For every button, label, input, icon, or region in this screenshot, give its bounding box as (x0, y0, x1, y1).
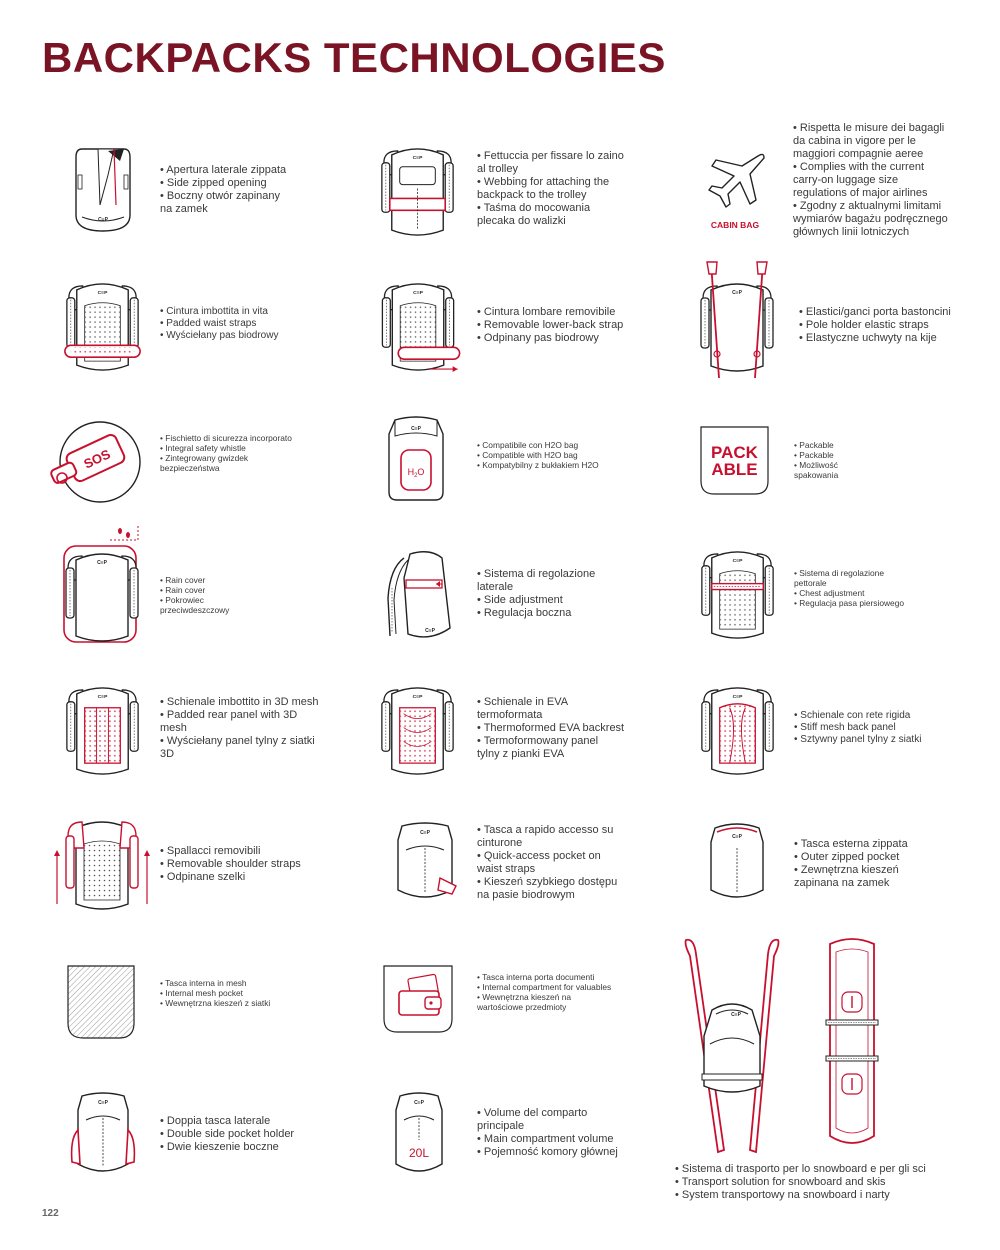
h2o-label-h: H (408, 467, 415, 477)
svg-text:C≡P: C≡P (731, 1012, 742, 1018)
rain-cover-description: • Rain cover • Rain cover • Pokrowiec pr… (160, 575, 230, 615)
padded-waist-backpack-icon (60, 280, 145, 375)
removable-waist-backpack-icon (375, 280, 465, 375)
side-zip-description: • Apertura laterale zippata • Side zippe… (160, 164, 287, 215)
chest-adjustment-description: • Sistema di regolazione pettorale • Che… (794, 568, 905, 608)
packable-label-2: ABLE (711, 460, 757, 479)
h2o-description: • Compatibile con H2O bag • Compatible w… (477, 440, 599, 470)
removable-shoulder-description: • Spallacci removibili • Removable shoul… (160, 845, 301, 883)
svg-text:H2O: H2O (408, 467, 425, 479)
cabin-description: • Rispetta le misure dei bagagli da cabi… (793, 122, 948, 238)
h2o-bag-backpack-icon: C≡P H2O (385, 414, 447, 504)
ski-snowboard-description: • Sistema di trasporto per lo snowboard … (675, 1163, 926, 1201)
packable-pouch-icon: PACK ABLE (697, 423, 772, 498)
airplane-icon: CABIN BAG (700, 150, 770, 232)
pole-holder-description: • Elastici/ganci porta bastoncini • Pole… (799, 306, 951, 344)
page-title: BACKPACKS TECHNOLOGIES (42, 34, 666, 81)
stiff-mesh-backpack-icon (695, 684, 780, 779)
internal-mesh-pocket-icon (65, 963, 137, 1041)
quick-pocket-description: • Tasca a rapido accesso su cinturone • … (477, 824, 618, 901)
ski-snowboard-carry-icon: C≡P (680, 936, 910, 1154)
svg-text:C≡P: C≡P (411, 426, 422, 432)
packable-description: • Packable • Packable • Możliwość spakow… (794, 440, 839, 480)
quick-access-pocket-backpack-icon: C≡P (390, 820, 460, 905)
packable-label-1: PACK (711, 443, 759, 462)
svg-text:C≡P: C≡P (425, 628, 436, 634)
mesh-3d-description: • Schienale imbottito in 3D mesh • Padde… (160, 696, 319, 760)
h2o-label-2: 2 (414, 473, 418, 479)
mesh-3d-backpack-icon (60, 684, 145, 779)
outer-zipped-pocket-backpack-icon: C≡P (705, 820, 770, 905)
volume-description: • Volume del comparto principale • Main … (477, 1107, 618, 1158)
document-pocket-description: • Tasca interna porta documenti • Intern… (477, 972, 612, 1012)
side-adjustment-backpack-icon: C≡P (380, 548, 460, 643)
inner-mesh-description: • Tasca interna in mesh • Internal mesh … (160, 978, 271, 1008)
outer-pocket-description: • Tasca esterna zippata • Outer zipped p… (794, 838, 908, 889)
removable-waist-description: • Cintura lombare removibile • Removable… (477, 306, 624, 344)
volume-20l-backpack-icon: C≡P 20L (388, 1090, 450, 1178)
double-side-description: • Doppia tasca laterale • Double side po… (160, 1115, 295, 1153)
svg-text:C≡P: C≡P (98, 1100, 109, 1106)
side-adjustment-description: • Sistema di regolazione laterale • Side… (477, 568, 596, 619)
trolley-description: • Fettuccia per fissare lo zaino al trol… (477, 150, 624, 227)
removable-shoulder-straps-icon (52, 814, 152, 914)
cabin-bag-label: CABIN BAG (711, 220, 760, 230)
whistle-description: • Fischietto di sicurezza incorporato • … (160, 433, 292, 473)
svg-text:C≡P: C≡P (420, 830, 431, 836)
svg-text:C≡P: C≡P (414, 1100, 425, 1106)
volume-label: 20L (409, 1146, 429, 1160)
pole-holder-backpack-icon (697, 258, 777, 383)
whistle-sos-icon: SOS (44, 418, 144, 506)
double-side-pocket-backpack-icon: C≡P (68, 1090, 138, 1178)
eva-backrest-backpack-icon (375, 684, 460, 779)
eva-description: • Schienale in EVA termoformata • Thermo… (477, 696, 625, 760)
svg-text:C≡P: C≡P (732, 834, 743, 840)
page-number: 122 (42, 1208, 59, 1219)
stiff-mesh-description: • Schienale con rete rigida • Stiff mesh… (794, 710, 922, 745)
svg-text:C≡P: C≡P (98, 217, 109, 223)
padded-waist-description: • Cintura imbottita in vita • Padded wai… (160, 306, 279, 341)
h2o-label-o: O (417, 467, 424, 477)
rain-cover-backpack-icon (60, 520, 145, 645)
side-zip-backpack-icon: C≡P (68, 145, 138, 235)
wallet-document-pocket-icon (381, 963, 455, 1035)
trolley-webbing-backpack-icon (375, 145, 460, 240)
chest-adjustment-backpack-icon (695, 548, 780, 643)
